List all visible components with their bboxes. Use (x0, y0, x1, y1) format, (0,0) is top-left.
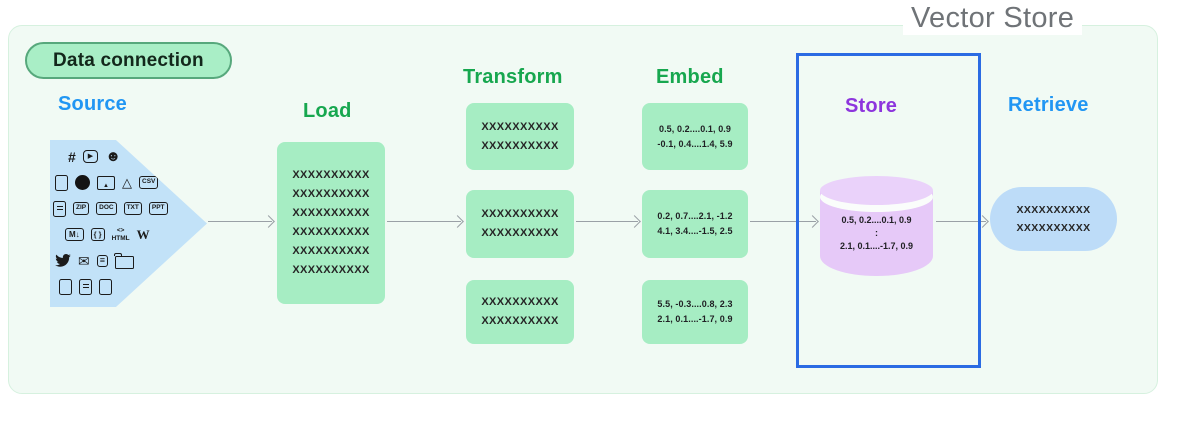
embed-box-1: 0.5, 0.2....0.1, 0.9 -0.1, 0.4....1.4, 5… (642, 103, 748, 170)
folder-icon (114, 252, 134, 269)
arrow-embed-to-store (750, 221, 816, 222)
load-box: XXXXXXXXXX XXXXXXXXXX XXXXXXXXXX XXXXXXX… (277, 142, 385, 304)
list-file-icon: ≡ (96, 254, 108, 267)
store-vector-row: : (875, 228, 878, 238)
store-vector-row: 0.5, 0.2....0.1, 0.9 (841, 215, 912, 225)
embed-vector-row: 2.1, 0.1....-1.7, 0.9 (657, 314, 733, 324)
store-vector-text: 0.5, 0.2....0.1, 0.9 : 2.1, 0.1....-1.7,… (820, 214, 933, 253)
html-icon: <> HTML (111, 227, 130, 242)
load-row: XXXXXXXXXX (292, 245, 370, 257)
text-file-icon (79, 278, 92, 295)
database-cylinder-icon: 0.5, 0.2....0.1, 0.9 : 2.1, 0.1....-1.7,… (820, 176, 933, 276)
transform-row: XXXXXXXXXX (481, 120, 559, 133)
store-stage-label: Store (845, 95, 898, 117)
source-icon-row (59, 275, 177, 298)
image-icon: ▲ (97, 175, 115, 190)
load-row: XXXXXXXXXX (292, 188, 370, 200)
doc-file-icon: DOC (96, 202, 117, 215)
embed-vector-row: 0.2, 0.7....2.1, -1.2 (657, 211, 733, 221)
load-stage-label: Load (303, 100, 352, 122)
load-row: XXXXXXXXXX (292, 169, 370, 181)
source-icon-row: ZIP DOC TXT PPT (53, 197, 177, 220)
transform-box-3: XXXXXXXXXX XXXXXXXXXX (466, 280, 574, 344)
retrieve-row: XXXXXXXXXX (1016, 203, 1091, 216)
arrow-store-to-retrieve (936, 221, 986, 222)
transform-box-2: XXXXXXXXXX XXXXXXXXXX (466, 190, 574, 258)
transform-row: XXXXXXXXXX (481, 139, 559, 152)
diagram-panel (8, 25, 1158, 394)
transform-row: XXXXXXXXXX (481, 227, 559, 239)
embed-vector-row: -0.1, 0.4....1.4, 5.9 (657, 138, 733, 149)
google-drive-icon: △ (122, 175, 132, 190)
file-icon (59, 278, 72, 295)
embed-stage-label: Embed (656, 66, 724, 88)
transform-row: XXXXXXXXXX (481, 296, 559, 308)
youtube-icon: ▶ (82, 150, 99, 163)
embed-vector-row: 5.5, -0.3....0.8, 2.3 (657, 299, 733, 309)
retrieve-box: XXXXXXXXXX XXXXXXXXXX (990, 187, 1117, 251)
zip-file-icon: ZIP (73, 202, 90, 215)
vector-store-outline (796, 53, 981, 368)
source-icon-row: M↓ { } <> HTML W (65, 223, 177, 246)
source-icon-row: ▲ △ CSV (55, 171, 177, 194)
slack-icon: # (68, 148, 76, 165)
source-icon-row: ✉ ≡ (55, 249, 177, 272)
csv-file-icon: CSV (139, 176, 159, 189)
retrieve-stage-label: Retrieve (1008, 94, 1089, 116)
arrow-transform-to-embed (576, 221, 638, 222)
file-icon (99, 278, 112, 295)
load-row: XXXXXXXXXX (292, 226, 370, 238)
page-title: Vector Store (903, 2, 1083, 35)
load-row: XXXXXXXXXX (292, 264, 370, 276)
json-file-icon: { } (90, 228, 105, 241)
load-row: XXXXXXXXXX (292, 207, 370, 219)
email-icon: ✉ (78, 252, 90, 269)
transform-row: XXXXXXXXXX (481, 208, 559, 220)
twitter-icon (55, 254, 71, 267)
store-vector-row: 2.1, 0.1....-1.7, 0.9 (839, 241, 914, 251)
source-icon-cluster: # ▶ ☻ ▲ △ CSV ZIP DOC TXT PPT M↓ { } (53, 145, 177, 298)
data-connection-badge: Data connection (25, 42, 232, 79)
transform-box-1: XXXXXXXXXX XXXXXXXXXX (466, 103, 574, 170)
ppt-file-icon: PPT (148, 202, 168, 215)
wikipedia-icon: W (136, 227, 150, 242)
file-icon (55, 174, 68, 191)
embed-box-2: 0.2, 0.7....2.1, -1.2 4.1, 3.4....-1.5, … (642, 190, 748, 258)
retrieve-row: XXXXXXXXXX (1016, 221, 1091, 234)
embed-vector-row: 0.5, 0.2....0.1, 0.9 (658, 123, 732, 134)
arrow-source-to-load (208, 221, 272, 222)
source-stage-label: Source (58, 93, 128, 115)
transform-row: XXXXXXXXXX (481, 315, 559, 327)
note-file-icon (53, 200, 66, 217)
arrow-load-to-transform (387, 221, 461, 222)
source-icon-row: # ▶ ☻ (68, 145, 177, 168)
cylinder-top (820, 176, 933, 205)
discord-icon: ☻ (105, 148, 121, 165)
markdown-icon: M↓ (65, 228, 84, 241)
transform-stage-label: Transform (463, 66, 563, 88)
github-icon (75, 175, 90, 190)
data-connection-badge-label: Data connection (53, 49, 204, 71)
txt-file-icon: TXT (123, 202, 142, 215)
embed-vector-row: 4.1, 3.4....-1.5, 2.5 (657, 226, 733, 236)
embed-box-3: 5.5, -0.3....0.8, 2.3 2.1, 0.1....-1.7, … (642, 280, 748, 344)
